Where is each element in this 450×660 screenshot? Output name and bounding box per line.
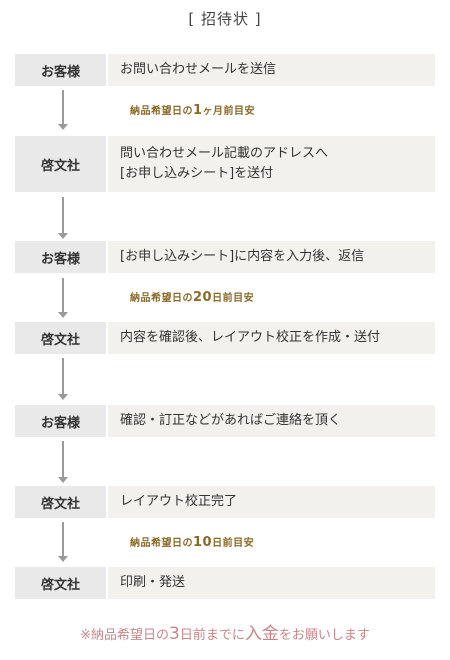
timing-note-suffix: ヶ月前目安 xyxy=(202,106,256,117)
step-description: お問い合わせメールを送信 xyxy=(108,54,435,86)
footnote-emphasis: 入金 xyxy=(244,624,279,644)
step-actor: 啓文社 xyxy=(15,322,106,354)
footnote-middle: 日前までに xyxy=(179,628,245,643)
flow-arrow-icon xyxy=(58,278,68,318)
flow-step-6: 啓文社 レイアウト校正完了 xyxy=(15,486,435,518)
step-line: [お申し込みシート]に内容を入力後、返信 xyxy=(120,249,365,264)
flow-step-5: お客様 確認・訂正などがあればご連絡を頂く xyxy=(15,405,435,437)
footnote-suffix: をお願いします xyxy=(278,628,370,643)
timing-note: 納品希望日の20日前目安 xyxy=(130,289,254,305)
flow-arrow-icon xyxy=(58,197,68,239)
flow-arrow-icon xyxy=(58,522,68,562)
payment-footnote: ※納品希望日の3日前までに入金をお願いします xyxy=(0,619,450,644)
flow-arrow-icon xyxy=(58,90,68,130)
step-line: 確認・訂正などがあればご連絡を頂く xyxy=(120,413,342,428)
step-line: お問い合わせメールを送信 xyxy=(120,62,277,77)
step-line: [お申し込みシート]を送付 xyxy=(120,166,274,181)
step-actor: 啓文社 xyxy=(15,136,106,192)
step-line: レイアウト校正完了 xyxy=(120,494,238,509)
step-description: 内容を確認後、レイアウト校正を作成・送付 xyxy=(108,322,435,354)
timing-note-suffix: 日前目安 xyxy=(212,538,255,549)
page-title: [ 招待状 ] xyxy=(188,10,262,28)
footnote-number: 3 xyxy=(169,624,180,644)
timing-note-suffix: 日前目安 xyxy=(212,293,255,304)
timing-note-prefix: 納品希望日の xyxy=(130,538,193,549)
step-line: 内容を確認後、レイアウト校正を作成・送付 xyxy=(120,330,381,345)
footnote-prefix: ※納品希望日の xyxy=(80,628,170,643)
timing-note-prefix: 納品希望日の xyxy=(130,106,193,117)
step-description: レイアウト校正完了 xyxy=(108,486,435,518)
step-line: 問い合わせメール記載のアドレスへ xyxy=(120,146,329,161)
flow-step-7: 啓文社 印刷・発送 xyxy=(15,567,435,599)
timing-note: 納品希望日の10日前目安 xyxy=(130,534,254,550)
step-actor: お客様 xyxy=(15,405,106,437)
step-description: 印刷・発送 xyxy=(108,567,435,599)
timing-note-number: 20 xyxy=(193,290,213,305)
flow-step-3: お客様 [お申し込みシート]に内容を入力後、返信 xyxy=(15,241,435,273)
timing-note: 納品希望日の1ヶ月前目安 xyxy=(130,102,255,118)
flow-step-2: 啓文社 問い合わせメール記載のアドレスへ [お申し込みシート]を送付 xyxy=(15,136,435,192)
step-actor: 啓文社 xyxy=(15,567,106,599)
flow-step-4: 啓文社 内容を確認後、レイアウト校正を作成・送付 xyxy=(15,322,435,354)
timing-note-prefix: 納品希望日の xyxy=(130,293,193,304)
step-description: 確認・訂正などがあればご連絡を頂く xyxy=(108,405,435,437)
timing-note-number: 10 xyxy=(193,535,213,550)
step-line: 印刷・発送 xyxy=(120,575,186,590)
step-actor: お客様 xyxy=(15,54,106,86)
flow-arrow-icon xyxy=(58,441,68,483)
flow-step-1: お客様 お問い合わせメールを送信 xyxy=(15,54,435,86)
step-description: [お申し込みシート]に内容を入力後、返信 xyxy=(108,241,435,273)
flow-arrow-icon xyxy=(58,358,68,400)
step-actor: 啓文社 xyxy=(15,486,106,518)
timing-note-number: 1 xyxy=(193,103,203,118)
step-actor: お客様 xyxy=(15,241,106,273)
step-description: 問い合わせメール記載のアドレスへ [お申し込みシート]を送付 xyxy=(108,136,435,192)
